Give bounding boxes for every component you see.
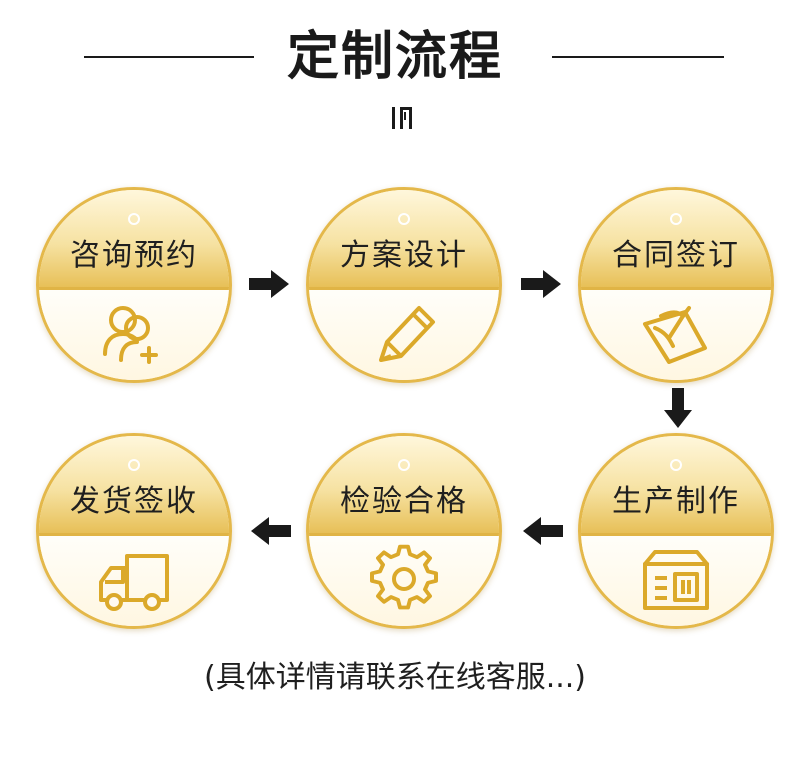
arrow-down-icon	[664, 388, 692, 428]
pencil-icon	[379, 306, 435, 362]
gear-icon	[370, 544, 438, 610]
step-label: 方案设计	[340, 238, 468, 273]
step-label: 生产制作	[612, 484, 740, 519]
step-consult: 咨询预约	[36, 187, 232, 383]
title-decoration-icon	[392, 107, 412, 129]
arrow-left-icon	[523, 517, 563, 545]
title-right-line	[552, 56, 724, 58]
arrow-right-icon	[249, 270, 289, 298]
page-title: 定制流程	[286, 27, 503, 87]
hang-hole	[398, 213, 410, 225]
hang-hole	[670, 459, 682, 471]
step-production: 生产制作	[578, 433, 774, 629]
step-label: 发货签收	[70, 484, 198, 519]
hang-hole	[398, 459, 410, 471]
contact-note: (具体详情请联系在线客服...)	[203, 660, 587, 695]
step-inspection: 检验合格	[306, 433, 502, 629]
hang-hole	[670, 213, 682, 225]
consult-user-add-icon	[103, 306, 158, 364]
hang-hole	[128, 459, 140, 471]
contract-sign-icon	[643, 306, 707, 364]
production-box-icon	[643, 550, 709, 610]
delivery-truck-icon	[99, 554, 169, 611]
arrow-left-icon	[251, 517, 291, 545]
arrow-right-icon	[521, 270, 561, 298]
title-left-line	[84, 56, 254, 58]
step-label: 合同签订	[612, 238, 740, 273]
step-contract: 合同签订	[578, 187, 774, 383]
step-delivery: 发货签收	[36, 433, 232, 629]
step-design: 方案设计	[306, 187, 502, 383]
step-label: 咨询预约	[70, 238, 198, 273]
hang-hole	[128, 213, 140, 225]
step-label: 检验合格	[340, 484, 468, 519]
